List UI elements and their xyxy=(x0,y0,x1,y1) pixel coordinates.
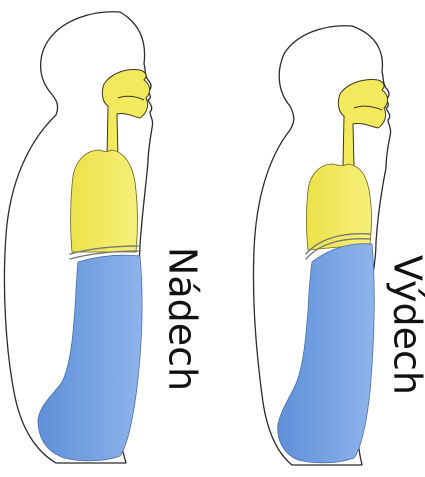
exhale-lungs xyxy=(307,164,372,250)
inhale-panel: Nádech xyxy=(4,12,204,463)
exhale-label: Výdech xyxy=(386,255,425,395)
exhale-panel: Výdech xyxy=(253,26,425,465)
inhale-label: Nádech xyxy=(161,247,205,391)
inhale-lungs xyxy=(71,150,138,252)
